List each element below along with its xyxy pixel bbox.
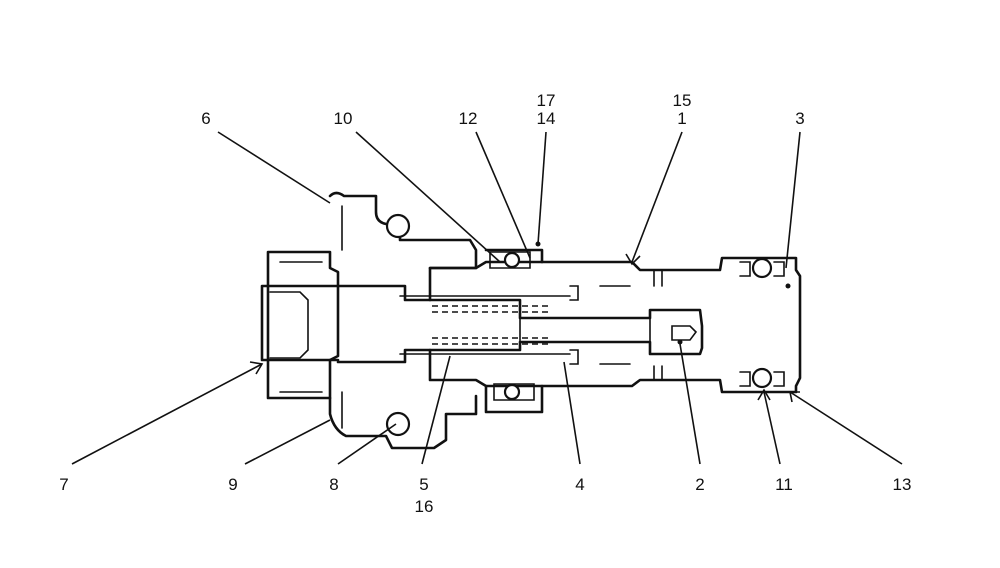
callout-2: 2	[695, 475, 704, 494]
callout-8: 8	[329, 475, 338, 494]
callout-6: 6	[201, 109, 210, 128]
callout-leader-lines	[71, 131, 903, 465]
callout-4: 4	[575, 475, 584, 494]
callout-10: 10	[334, 109, 353, 128]
callout-14: 14	[537, 109, 556, 128]
callout-17: 17	[537, 91, 556, 110]
callout-5: 5	[419, 475, 428, 494]
callout-7: 7	[59, 475, 68, 494]
callout-9: 9	[228, 475, 237, 494]
callout-16: 16	[415, 497, 434, 516]
valve-assembly-drawing	[260, 191, 802, 450]
callout-13: 13	[893, 475, 912, 494]
callout-1-top: 15	[673, 91, 692, 110]
callout-11: 11	[775, 475, 793, 494]
callout-1: 1	[677, 109, 686, 128]
callout-labels: 15 1 2 3 4 5 16 6 7 8 9 10 11 12 13 17 1…	[59, 91, 911, 516]
callout-3: 3	[795, 109, 804, 128]
callout-12: 12	[459, 109, 478, 128]
